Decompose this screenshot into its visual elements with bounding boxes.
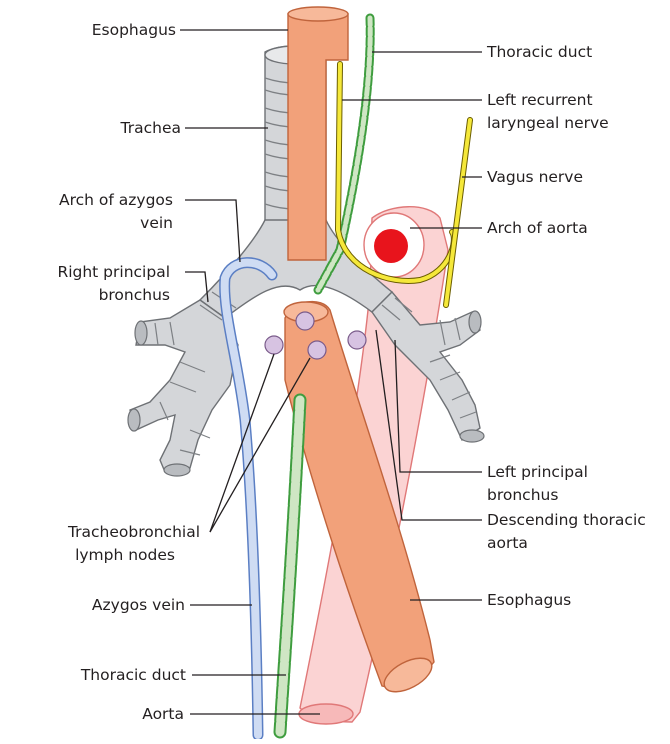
label-azygos-vein: Azygos vein: [92, 596, 185, 614]
lymph-node: [265, 336, 283, 354]
right-bronchus-cut-2: [128, 409, 140, 431]
label-descending-2: aorta: [487, 534, 528, 552]
label-arch-azygos-2: vein: [140, 214, 173, 232]
right-bronchus-cut-3: [164, 464, 190, 476]
azygos-vein: [225, 263, 272, 735]
label-left-bronchus-2: bronchus: [487, 486, 558, 504]
label-left-bronchus-1: Left principal: [487, 463, 588, 481]
label-trachea: Trachea: [120, 119, 181, 137]
esophagus-top-opening: [288, 7, 348, 21]
label-arch-azygos-1: Arch of azygos: [59, 191, 173, 209]
lymph-node: [348, 331, 366, 349]
label-tracheobronchial-1: Tracheobronchial: [67, 523, 200, 541]
label-vagus-nerve: Vagus nerve: [487, 168, 583, 186]
aortic-lumen: [374, 229, 408, 263]
label-aorta: Aorta: [142, 705, 184, 723]
label-esophagus-bottom: Esophagus: [487, 591, 571, 609]
label-right-bronchus-2: bronchus: [99, 286, 170, 304]
label-esophagus-top: Esophagus: [92, 21, 176, 39]
label-thoracic-duct-top: Thoracic duct: [486, 43, 592, 61]
left-bronchus-cut-2: [460, 430, 484, 442]
lymph-node: [296, 312, 314, 330]
label-tracheobronchial-2: lymph nodes: [75, 546, 175, 564]
label-arch-of-aorta: Arch of aorta: [487, 219, 588, 237]
label-descending-1: Descending thoracic: [487, 511, 646, 529]
thoracic-duct-lower: [280, 400, 300, 732]
label-left-recurrent-2: laryngeal nerve: [487, 114, 609, 132]
label-right-bronchus-1: Right principal: [57, 263, 170, 281]
right-bronchus-cut-1: [135, 321, 147, 345]
label-left-recurrent-1: Left recurrent: [487, 91, 593, 109]
left-bronchus-cut-1: [469, 311, 481, 333]
lymph-node: [308, 341, 326, 359]
leader-arch-azygos: [185, 200, 240, 262]
label-thoracic-duct-bottom: Thoracic duct: [80, 666, 186, 684]
